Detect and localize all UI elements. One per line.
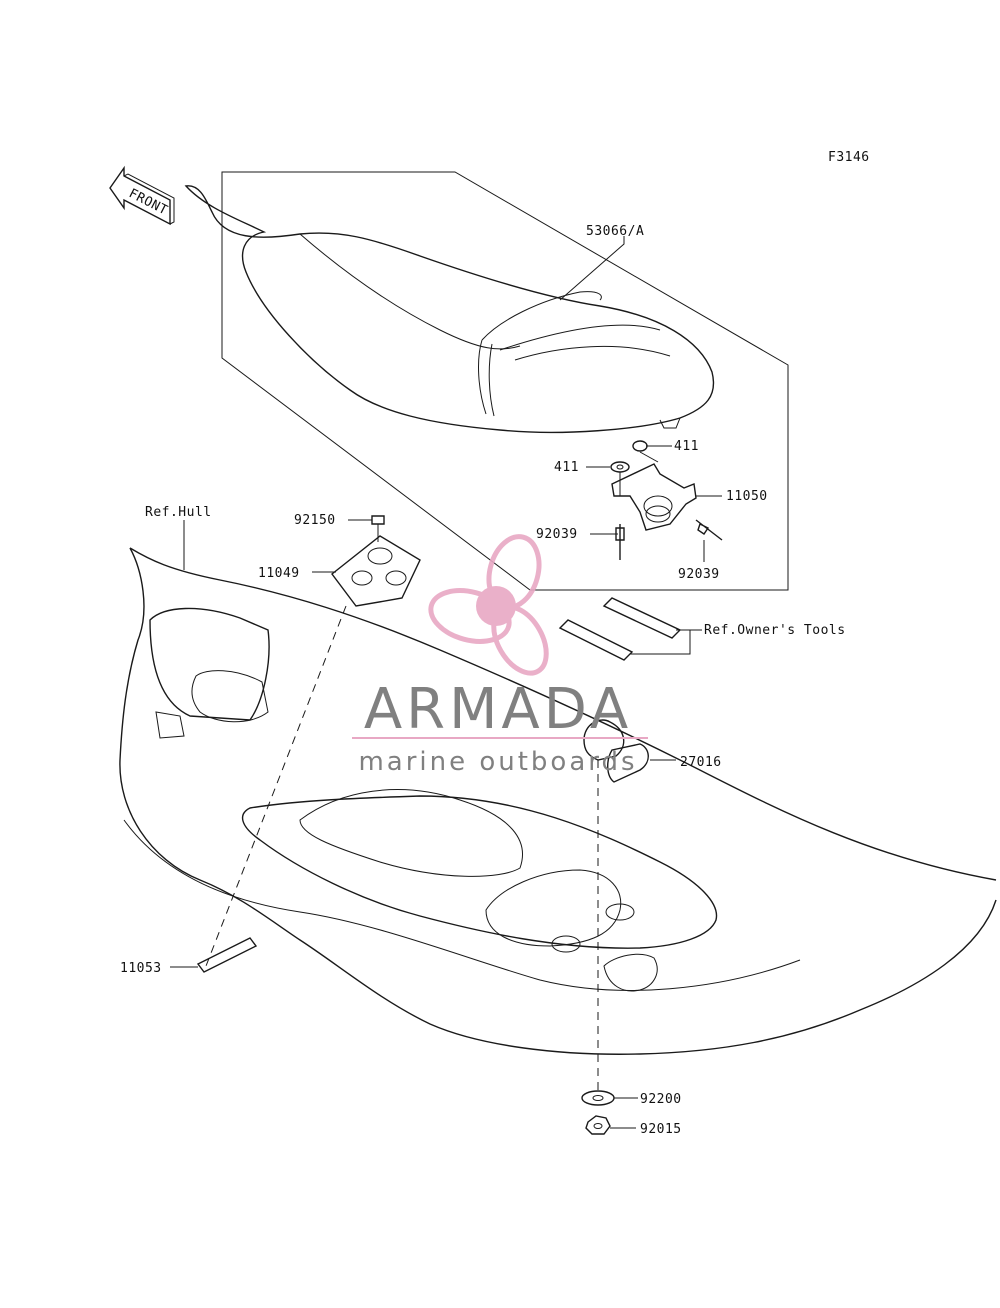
nut-drawing xyxy=(585,1115,611,1135)
callout-washer-left: 411 xyxy=(554,460,579,475)
callout-owners-tools-ref: Ref.Owner's Tools xyxy=(704,623,846,638)
callout-washer-right: 411 xyxy=(674,439,699,454)
callout-pin-left: 92039 xyxy=(536,527,578,542)
callout-bracket: 11050 xyxy=(726,489,768,504)
callout-plate: 11053 xyxy=(120,961,162,976)
armada-watermark: ARMADA marine outboards xyxy=(352,534,648,777)
propeller-logo-icon xyxy=(428,534,549,676)
callout-bolt: 92150 xyxy=(294,513,336,528)
seat-assembly-frame xyxy=(221,171,789,591)
front-arrow-icon: FRONT xyxy=(109,165,175,226)
leader-owners-tools xyxy=(630,629,702,655)
plate-drawing xyxy=(196,937,258,973)
cap-drawing xyxy=(583,719,649,783)
callout-cap: 27016 xyxy=(680,755,722,770)
front-arrow-label: FRONT xyxy=(126,186,170,218)
callout-pin-right: 92039 xyxy=(678,567,720,582)
callout-seat: 53066/A xyxy=(586,224,644,239)
lock-plate-drawing xyxy=(331,515,421,607)
washer-drawing xyxy=(581,1090,615,1106)
callout-lock-plate: 11049 xyxy=(258,566,300,581)
hull-drawing xyxy=(119,547,997,1055)
seat-drawing xyxy=(184,185,715,434)
callout-hull-ref: Ref.Hull xyxy=(145,505,212,520)
owners-tools-drawing xyxy=(558,597,682,661)
callout-washer-bottom: 92200 xyxy=(640,1092,682,1107)
bracket-drawing xyxy=(610,440,723,560)
callout-nut: 92015 xyxy=(640,1122,682,1137)
watermark-subtitle: marine outboards xyxy=(358,747,637,777)
leader-seat xyxy=(559,236,625,301)
figure-code: F3146 xyxy=(828,150,870,165)
assembly-line-plate xyxy=(205,605,347,967)
watermark-title: ARMADA xyxy=(364,677,632,742)
